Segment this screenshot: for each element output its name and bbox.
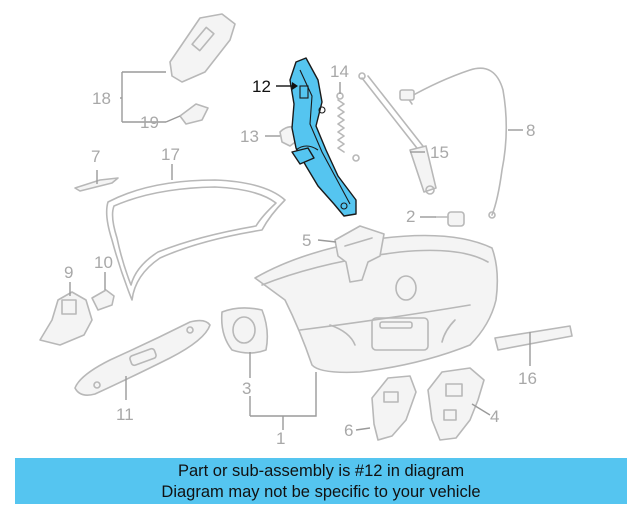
leader-12-arrow	[292, 82, 298, 90]
info-banner: Part or sub-assembly is #12 in diagram D…	[15, 458, 627, 504]
callout-14: 14	[330, 62, 349, 81]
callout-10: 10	[94, 253, 113, 272]
callout-2: 2	[406, 207, 415, 226]
bracket-part-7	[74, 177, 119, 192]
callout-15: 15	[430, 143, 449, 162]
spring-part-14	[336, 92, 360, 162]
callout-12: 12	[252, 77, 271, 96]
callout-5: 5	[302, 231, 311, 250]
clip-part-10	[91, 289, 115, 311]
callout-13: 13	[240, 127, 259, 146]
hinge-part-12	[289, 57, 357, 217]
lock-part-2	[435, 211, 465, 227]
garnish-part-11	[74, 319, 211, 396]
callout-9: 9	[64, 263, 73, 282]
leader-lines	[69, 71, 531, 431]
callout-4: 4	[490, 407, 499, 426]
banner-line-2: Diagram may not be specific to your vehi…	[161, 483, 481, 501]
handle-part-18	[169, 13, 236, 83]
callout-3: 3	[242, 379, 251, 398]
bulb-part-19	[179, 103, 209, 125]
banner-line-1: Part or sub-assembly is #12 in diagram	[177, 462, 465, 480]
callout-6: 6	[344, 421, 353, 440]
bracket-part-4	[427, 367, 485, 441]
callout-8: 8	[526, 121, 535, 140]
cable-part-8	[399, 67, 508, 219]
callout-17: 17	[161, 145, 180, 164]
bracket-part-5	[334, 225, 385, 283]
strut-part-15	[358, 72, 437, 195]
callout-1: 1	[276, 429, 285, 448]
parts-diagram: 1 2 3 4 5 6 7 8 9 10 11 12 13 14 15 16 1…	[39, 13, 573, 448]
callout-16: 16	[518, 369, 537, 388]
callout-19: 19	[140, 113, 159, 132]
callout-7: 7	[91, 147, 100, 166]
callout-11: 11	[116, 405, 134, 424]
lamp-part-3	[220, 307, 269, 354]
weatherstrip	[105, 179, 286, 301]
strip-part-16	[494, 325, 573, 351]
bracket-part-6	[371, 375, 417, 441]
callout-18: 18	[92, 89, 111, 108]
trunk-lid	[254, 234, 499, 374]
latch-part-9	[39, 291, 93, 346]
